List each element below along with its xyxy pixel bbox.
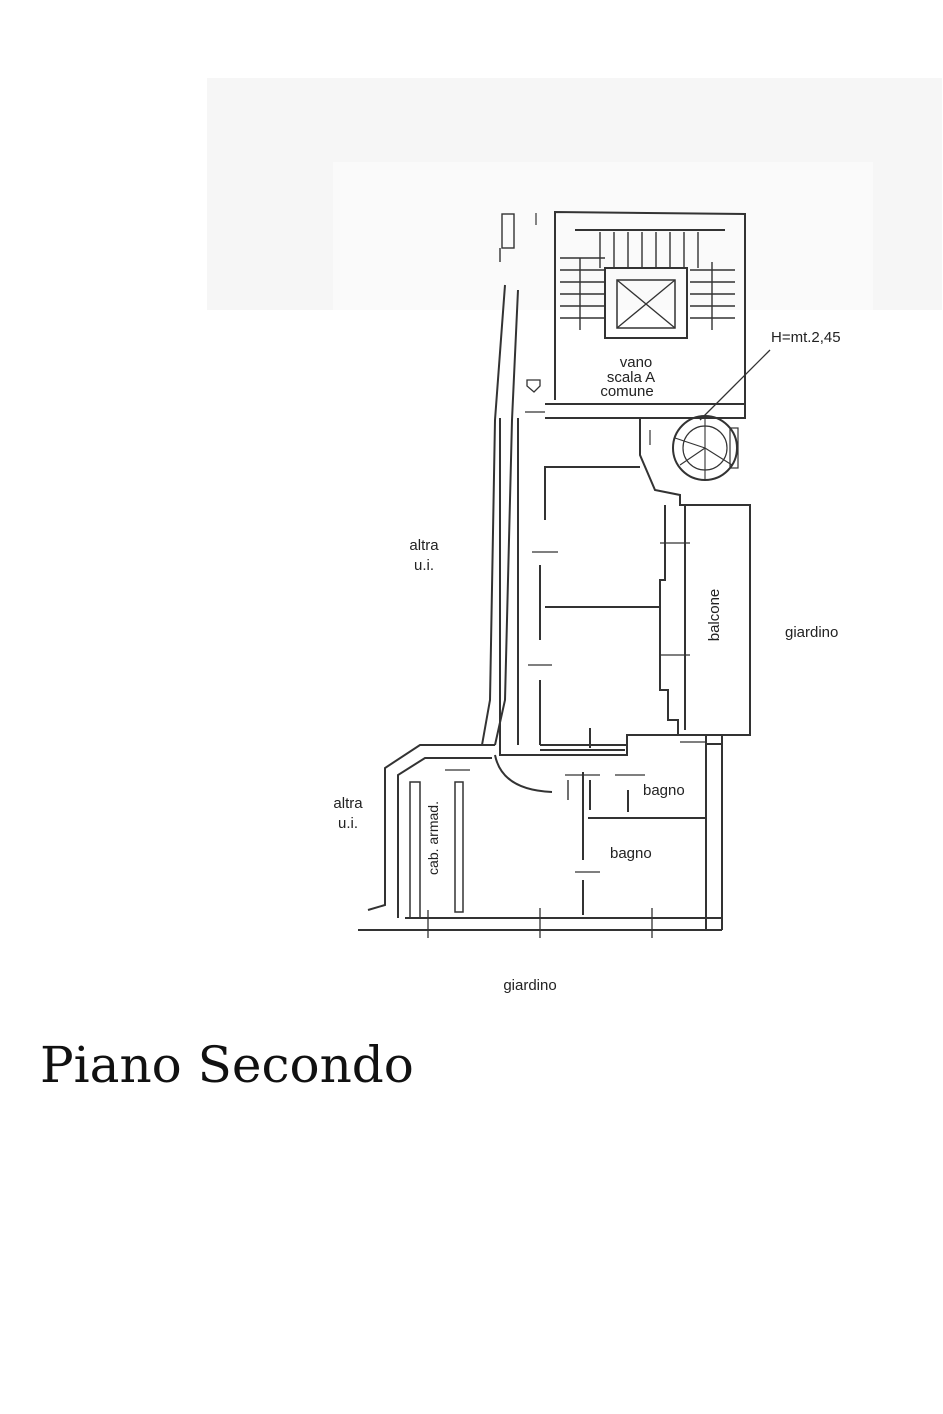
giardino-bottom-label: giardino — [503, 977, 556, 994]
balcone-label: balcone — [706, 589, 723, 642]
window-ticks — [427, 411, 705, 938]
stair-label-3: comune — [600, 383, 653, 400]
stair-label-2: scala A — [607, 369, 655, 386]
altra-bottom-label-1: altra — [333, 795, 363, 812]
bagno-2-label: bagno — [610, 845, 652, 862]
cab-armad-label: cab. armad. — [425, 801, 441, 875]
entry-arrow-icon — [526, 379, 541, 393]
stair-wall-outer — [554, 210, 746, 419]
page-title: Piano Secondo — [40, 1036, 414, 1094]
walls — [358, 210, 771, 931]
altra-top-label-1: altra — [409, 537, 439, 554]
scan-shade-inner — [333, 162, 873, 310]
giardino-right-label: giardino — [785, 624, 838, 641]
altra-bottom-label-2: u.i. — [338, 815, 358, 832]
stair-label-1: vano — [620, 354, 653, 371]
bagno-1-label: bagno — [643, 782, 685, 799]
height-note: H=mt.2,45 — [771, 329, 841, 346]
altra-top-label-2: u.i. — [414, 557, 434, 574]
